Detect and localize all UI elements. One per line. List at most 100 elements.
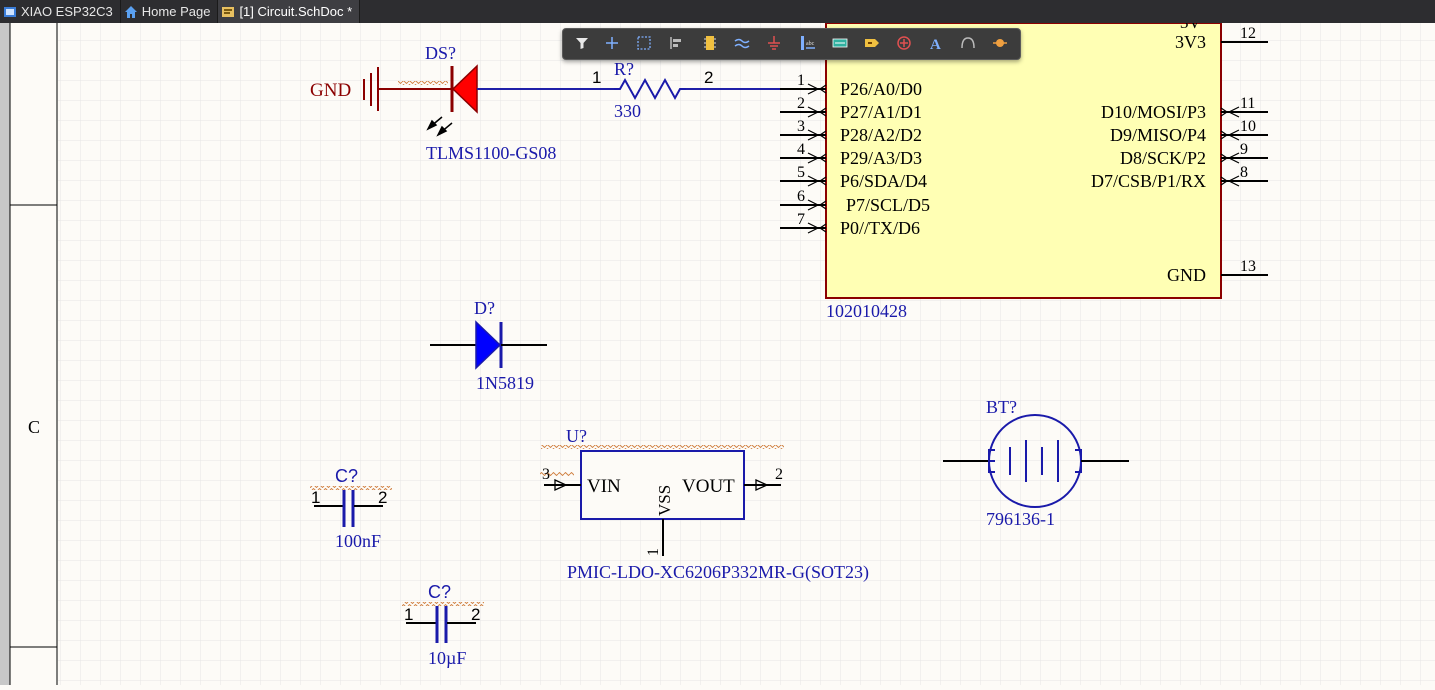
mcu-left-pin[interactable]: 5 P6/SDA/D4 [780, 164, 927, 191]
mcu-pin-number: 2 [797, 95, 805, 112]
mcu-pin-name: P29/A3/D3 [840, 148, 922, 168]
schematic-icon [3, 5, 17, 19]
zone-label: C [28, 417, 40, 437]
cross-probe-icon[interactable] [601, 32, 623, 54]
capacitor-c2[interactable]: C? 1 2 10µF [402, 582, 484, 668]
document-tab-bar: XIAO ESP32C3 Home Page [1] Circuit.SchDo… [0, 0, 1435, 23]
mcu-pin-name: P6/SDA/D4 [840, 171, 927, 191]
mcu-right-pin[interactable]: 8 D7/CSB/P1/RX [1091, 164, 1268, 191]
mcu-right-pin[interactable]: 10 D9/MISO/P4 [1110, 118, 1268, 145]
svg-text:abc: abc [806, 41, 815, 47]
mcu-comment: 102010428 [826, 301, 907, 321]
mcu-pin-number: 11 [1240, 95, 1255, 112]
align-icon[interactable] [665, 32, 687, 54]
mcu-pin-name: 3V3 [1175, 32, 1206, 52]
regulator-pin3: 3 [542, 466, 550, 483]
resistor-r[interactable]: R? 330 1 2 [592, 59, 713, 121]
battery-bt[interactable]: BT? 796136-1 [943, 397, 1129, 529]
port-icon[interactable] [861, 32, 883, 54]
resistor-pin2: 2 [704, 68, 713, 87]
mcu-right-pin[interactable]: 11 D10/MOSI/P3 [1101, 95, 1268, 122]
text-icon[interactable]: A [925, 32, 947, 54]
regulator-pin2: 2 [775, 466, 783, 483]
mcu-pin-name: D10/MOSI/P3 [1101, 102, 1206, 122]
drc-squiggle [540, 472, 574, 476]
tab-label: XIAO ESP32C3 [21, 4, 113, 19]
gnd-power-port[interactable]: GND [310, 67, 452, 111]
cap2-designator: C? [428, 582, 451, 602]
mcu-pin-name: P28/A2/D2 [840, 125, 922, 145]
mcu-left-pin[interactable]: 2 P27/A1/D1 [780, 95, 922, 122]
light-emission-arrows-icon [426, 116, 453, 137]
arc-icon[interactable] [957, 32, 979, 54]
part-icon[interactable] [699, 32, 721, 54]
mcu-pin-number: 9 [1240, 141, 1248, 158]
regulator-vin-label: VIN [587, 476, 621, 497]
filter-icon[interactable] [571, 32, 593, 54]
regulator-u[interactable]: U? 3 VIN 2 VOUT VSS 1 PMIC-LDO-XC6206P33… [540, 426, 869, 583]
grid [58, 23, 1435, 685]
mcu-pin-name: P27/A1/D1 [840, 102, 922, 122]
resistor-value: 330 [614, 101, 641, 121]
svg-text:A: A [930, 37, 941, 53]
mcu-right-pin[interactable]: 13 GND [1167, 258, 1268, 285]
schematic-canvas[interactable]: C GND DS? TLMS1100-GS08 R? 330 1 2 [0, 13, 1435, 685]
resistor-pin1: 1 [592, 68, 601, 87]
schdoc-icon [221, 5, 235, 19]
power-port-icon[interactable] [763, 32, 785, 54]
mcu-pin-number: 5 [797, 164, 805, 181]
tab-circuit-schdoc[interactable]: [1] Circuit.SchDoc * [218, 0, 361, 23]
mcu-pin-number: 1 [797, 72, 805, 89]
mcu-pin-number: 3 [797, 118, 805, 135]
mcu-pin-number: 13 [1240, 258, 1256, 275]
mcu-pin-number: 4 [797, 141, 805, 158]
bus-icon[interactable]: abc [797, 32, 819, 54]
mcu-pin-name: P7/SCL/D5 [846, 195, 930, 215]
sheet-border: C [0, 23, 58, 685]
cap2-pin1: 1 [404, 605, 413, 624]
led-designator: DS? [425, 43, 456, 63]
drc-squiggle [398, 81, 448, 85]
mcu-pin-number: 8 [1240, 164, 1248, 181]
gnd-label: GND [310, 80, 351, 101]
drc-squiggle [310, 486, 392, 490]
drc-squiggle [541, 445, 784, 449]
mcu-right-pin[interactable]: 12 3V3 [1175, 25, 1268, 52]
mcu-pin-number: 7 [797, 211, 805, 228]
cap1-pin1: 1 [311, 488, 320, 507]
directive-icon[interactable] [989, 32, 1011, 54]
mcu-pin-name: P0//TX/D6 [840, 218, 920, 238]
cap2-pin2: 2 [471, 605, 480, 624]
cap1-designator: C? [335, 466, 358, 486]
mcu-left-pin[interactable]: 4 P29/A3/D3 [780, 141, 922, 168]
mcu-left-pin[interactable]: 7 P0//TX/D6 [780, 211, 920, 238]
mcu-xiao[interactable]: 3V 102010428 1P26/A0/D02P27/A1/D13P28/A2… [780, 13, 1268, 321]
harness-icon[interactable] [829, 32, 851, 54]
tab-label: Home Page [141, 4, 211, 19]
resistor-designator: R? [614, 59, 634, 79]
capacitor-c1[interactable]: C? 1 2 100nF [310, 466, 392, 551]
wire-icon[interactable] [731, 32, 753, 54]
led-ds[interactable]: DS? TLMS1100-GS08 [425, 43, 556, 163]
tab-label: [1] Circuit.SchDoc * [239, 4, 353, 19]
mcu-right-pin[interactable]: 9D8/SCK/P2 [1120, 141, 1268, 168]
mcu-pin-number: 12 [1240, 25, 1256, 42]
cap2-value: 10µF [428, 648, 466, 668]
mcu-left-pin[interactable]: 3 P28/A2/D2 [780, 118, 922, 145]
mcu-pin-name: D9/MISO/P4 [1110, 125, 1206, 145]
mcu-pin-name: GND [1167, 265, 1206, 285]
active-bar-toolbar: abc A [562, 28, 1021, 60]
tab-xiao-esp32c3[interactable]: XIAO ESP32C3 [0, 0, 121, 23]
battery-designator: BT? [986, 397, 1017, 417]
tab-home-page[interactable]: Home Page [121, 0, 219, 23]
diode-d[interactable]: D? 1N5819 [430, 298, 547, 393]
mcu-left-pin[interactable]: 1 P26/A0/D0 [780, 72, 922, 99]
no-erc-icon[interactable] [893, 32, 915, 54]
battery-comment: 796136-1 [986, 509, 1055, 529]
mcu-pin-name: P26/A0/D0 [840, 79, 922, 99]
mcu-pin-number: 10 [1240, 118, 1256, 135]
select-rect-icon[interactable] [633, 32, 655, 54]
regulator-vss-label: VSS [655, 485, 674, 516]
mcu-pin-name: D7/CSB/P1/RX [1091, 171, 1206, 191]
